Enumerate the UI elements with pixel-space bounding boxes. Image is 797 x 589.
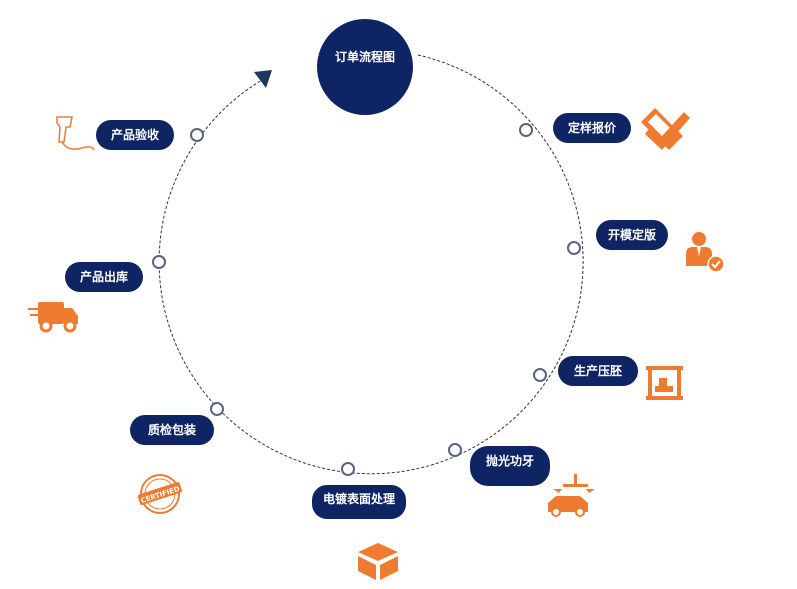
box-icon (358, 543, 398, 580)
step-plating: 电镀表面处理 (312, 485, 406, 519)
check-badge-icon (641, 108, 690, 150)
ring-node (567, 241, 581, 255)
person-check-icon (686, 232, 725, 273)
step-press: 生产压胚 (558, 356, 638, 386)
ring-node (210, 402, 224, 416)
certified-stamp-icon: CERTIFIED (137, 474, 182, 514)
car-polish-icon (548, 474, 595, 517)
center-title: 订单流程图 (317, 19, 413, 115)
ring-node (341, 462, 355, 476)
step-acceptance: 产品验收 (96, 120, 174, 150)
ring-node (152, 255, 166, 269)
ring-node (448, 443, 462, 457)
step-outbound: 产品出库 (65, 262, 143, 292)
step-mold: 开模定版 (596, 220, 668, 250)
ring-node (533, 368, 547, 382)
ring-path (158, 54, 584, 475)
ring-nodes (152, 123, 581, 476)
arrow-head-icon (254, 70, 272, 88)
step-polish: 抛光功牙 (470, 446, 550, 486)
ring-node (519, 123, 533, 137)
barcode-scanner-icon (56, 116, 95, 151)
press-machine-icon (646, 366, 683, 400)
ring-node (190, 128, 204, 142)
delivery-truck-icon (28, 302, 78, 333)
step-quote: 定样报价 (553, 113, 631, 143)
step-inspection: 质检包装 (130, 415, 214, 445)
